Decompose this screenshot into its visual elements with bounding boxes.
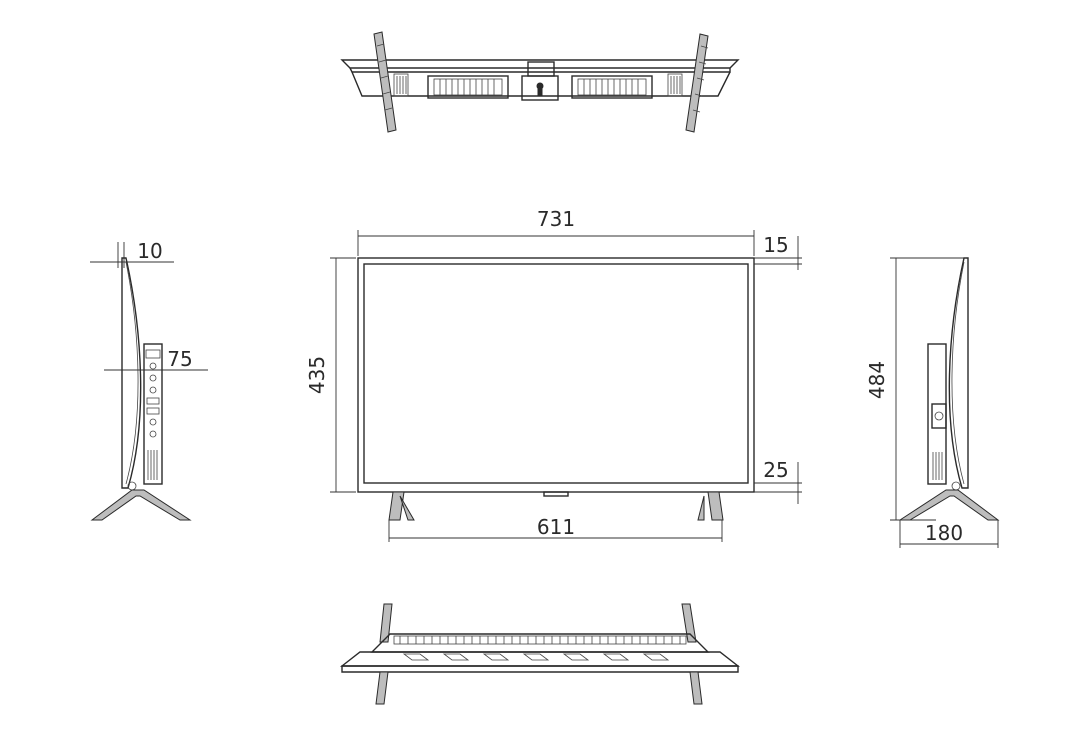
- left-side-body: [143, 343, 163, 485]
- left-side-stand: [90, 489, 192, 521]
- body-depth-label: 75: [167, 347, 192, 371]
- bottom-view-body: [370, 633, 710, 653]
- tv-screen: [363, 263, 749, 484]
- right-speaker: [571, 75, 653, 99]
- front-left-leg: [388, 491, 405, 521]
- top-view-edge: [340, 59, 740, 69]
- right-side-dimensions: 484 180: [865, 257, 999, 548]
- front-logo-tab: [543, 491, 569, 497]
- stand-depth-label: 180: [925, 521, 963, 545]
- bottom-vent-strip: [393, 635, 687, 645]
- bottom-view-left-leg-upper: [379, 603, 393, 643]
- top-view-right-leg: [685, 33, 709, 133]
- bottom-view-left-leg-lower: [375, 671, 389, 705]
- height-dim-line: [330, 257, 356, 493]
- right-side-panel: [948, 257, 969, 489]
- top-view: [340, 31, 740, 133]
- left-speaker: [427, 75, 509, 99]
- front-right-leg: [707, 491, 724, 521]
- right-side-view: [898, 257, 1000, 521]
- total-height-dim-line: [890, 257, 966, 521]
- bezel-bottom-label: 25: [763, 458, 788, 482]
- front-view: [357, 257, 755, 521]
- center-connector: [527, 61, 555, 77]
- width-label: 731: [537, 207, 575, 231]
- left-side-dimensions: 10 75: [90, 239, 208, 371]
- panel-depth-label: 10: [137, 239, 162, 263]
- height-label: 435: [305, 356, 329, 394]
- right-vent: [667, 73, 683, 97]
- bottom-feet-slots: [402, 653, 670, 661]
- top-view-left-leg: [373, 31, 397, 133]
- tv-outer-frame: [357, 257, 755, 493]
- stand-span-label: 611: [537, 515, 575, 539]
- right-side-body: [927, 343, 947, 485]
- panel-depth-dim-line: [90, 242, 174, 268]
- left-side-panel: [121, 257, 142, 489]
- left-vent: [393, 73, 409, 97]
- stand-span-dim-line: [388, 520, 723, 542]
- bezel-bottom-dim-line: [754, 462, 802, 504]
- bottom-view: [339, 603, 741, 705]
- front-dimensions: 731 435 15 25 611: [305, 207, 802, 542]
- bezel-top-label: 15: [763, 233, 788, 257]
- left-side-view: [90, 257, 192, 521]
- bezel-top-dim-line: [754, 236, 802, 270]
- bottom-view-right-leg-lower: [689, 671, 703, 705]
- right-side-stand: [898, 489, 1000, 521]
- bottom-view-right-leg-upper: [681, 603, 697, 643]
- total-height-label: 484: [865, 361, 889, 399]
- stand-depth-dim-line: [899, 520, 999, 548]
- width-dim-line: [357, 230, 755, 256]
